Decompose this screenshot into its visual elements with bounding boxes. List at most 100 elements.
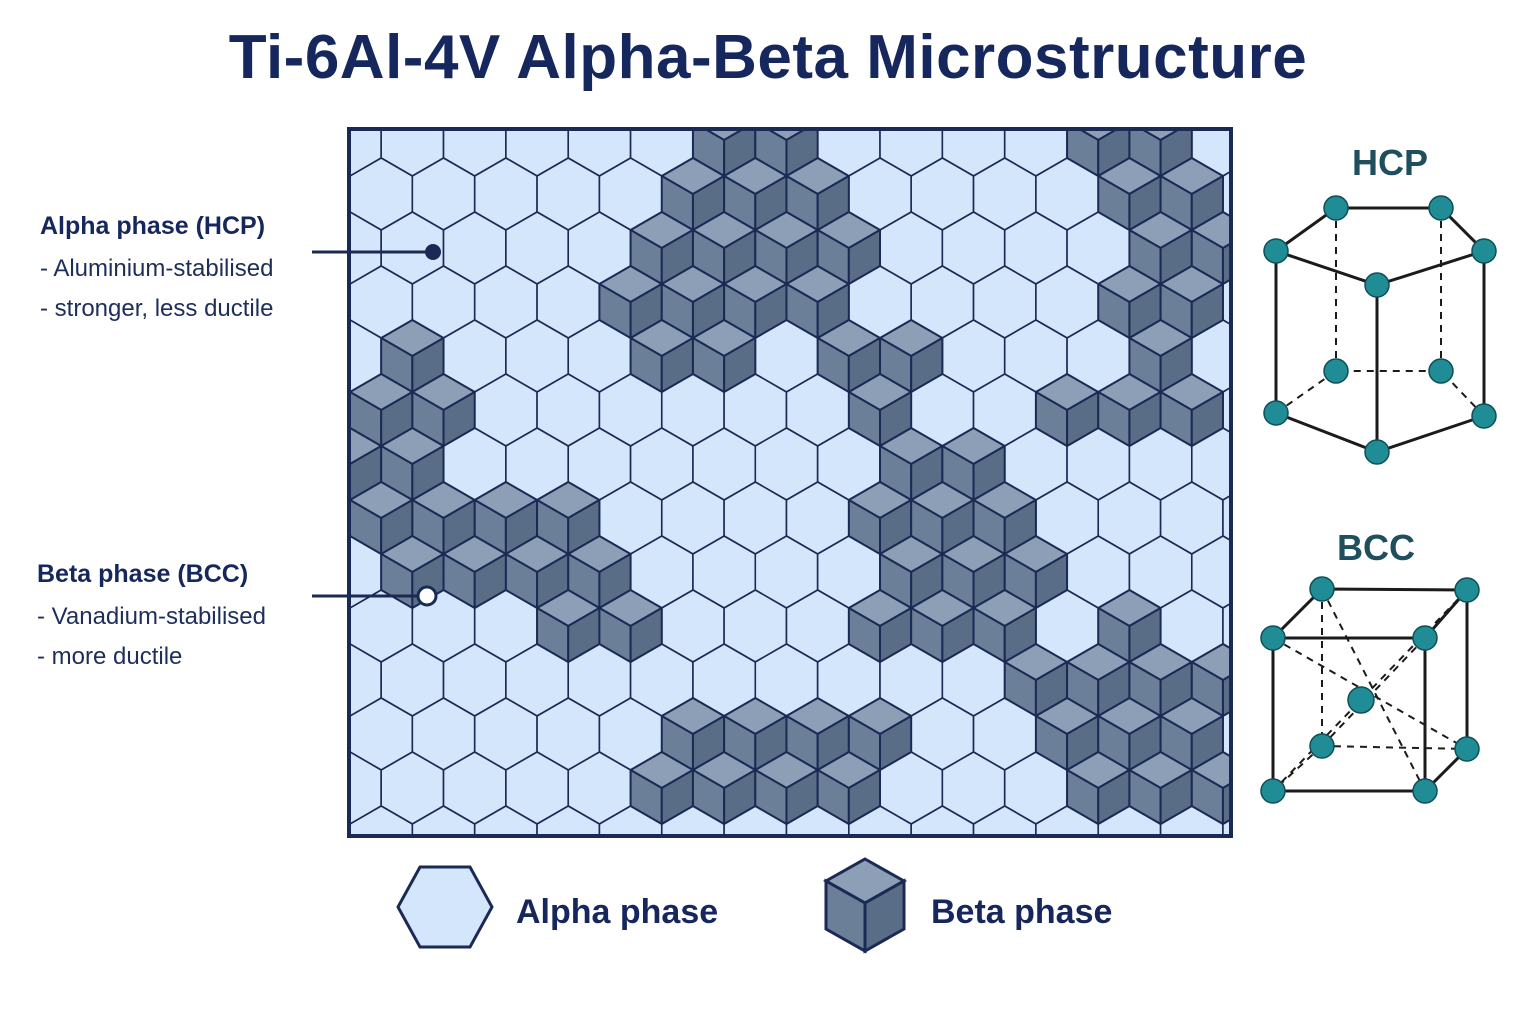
alpha-grain — [537, 50, 599, 122]
beta-cube — [1097, 373, 1162, 447]
beta-cube — [847, 373, 913, 447]
alpha-grain — [350, 130, 382, 177]
beta-colony-layer — [350, 130, 1230, 825]
beta-cube — [350, 373, 414, 447]
beta-leader-dot — [416, 585, 438, 607]
beta-cube — [816, 751, 882, 825]
alpha-grain — [1285, 914, 1347, 986]
beta-cube — [1034, 697, 1100, 771]
beta-cube — [879, 319, 944, 393]
alpha-grain — [256, 644, 318, 716]
callout-alpha-line-2: - stronger, less ductile — [40, 295, 274, 322]
alpha-grain — [1129, 860, 1191, 932]
beta-cube — [1097, 589, 1162, 663]
alpha-grain — [350, 715, 351, 753]
alpha-grain — [1410, 50, 1472, 122]
alpha-grain — [1098, 50, 1160, 122]
alpha-grain — [319, 860, 381, 932]
alpha-grain — [1161, 50, 1223, 122]
beta-cube — [380, 427, 445, 501]
bcc-atom — [1454, 577, 1480, 603]
beta-cube — [1190, 751, 1230, 825]
alpha-grain — [1192, 860, 1254, 932]
bcc-atom — [1309, 733, 1335, 759]
beta-cube — [598, 265, 663, 339]
bcc-label: BCC — [1337, 527, 1415, 568]
hcp-atom — [1263, 400, 1289, 426]
callout-alpha-heading: Alpha phase (HCP) — [40, 212, 266, 240]
alpha-leader-dot — [425, 244, 441, 260]
beta-cube — [1128, 643, 1193, 717]
hcp-atom — [1323, 358, 1349, 384]
alpha-grain — [1223, 50, 1285, 122]
beta-cube — [1190, 643, 1230, 717]
alpha-grain-layer — [256, 50, 1472, 986]
alpha-grain — [350, 391, 351, 429]
beta-cube — [350, 481, 414, 555]
alpha-grain — [1223, 914, 1285, 986]
beta-cube — [1097, 697, 1162, 771]
alpha-grain — [786, 50, 848, 122]
alpha-grain — [350, 175, 351, 213]
callout-beta-phase: Beta phase (BCC) - Vanadium-stabilised -… — [37, 560, 337, 677]
beta-cube — [691, 319, 757, 393]
alpha-grain — [1161, 914, 1223, 986]
alpha-grain — [256, 320, 318, 392]
beta-cube — [1034, 373, 1100, 447]
alpha-grain — [350, 283, 351, 321]
callout-alpha-phase: Alpha phase (HCP) - Aluminium-stabilised… — [40, 212, 340, 329]
hcp-atom — [1471, 238, 1497, 264]
legend-beta-label: Beta phase — [931, 893, 1113, 931]
hcp-atom — [1263, 238, 1289, 264]
beta-cube — [1066, 643, 1131, 717]
alpha-grain — [974, 50, 1036, 122]
hcp-atom — [1323, 195, 1349, 221]
beta-cube — [1003, 535, 1069, 609]
beta-cube — [1159, 373, 1224, 447]
cube-icon — [822, 857, 908, 954]
beta-cube — [598, 589, 663, 663]
callout-beta-line-1: - Vanadium-stabilised — [37, 603, 266, 630]
bcc-atom — [1412, 778, 1438, 804]
callout-beta-line-2: - more ductile — [37, 643, 183, 670]
alpha-grain — [256, 104, 318, 176]
callout-alpha-line-1: - Aluminium-stabilised — [40, 255, 274, 282]
alpha-grain — [288, 50, 350, 122]
beta-cube — [910, 589, 975, 663]
bcc-atom — [1260, 778, 1286, 804]
alpha-grain — [1285, 50, 1347, 122]
alpha-grain — [256, 536, 318, 608]
alpha-grain — [1222, 495, 1230, 541]
alpha-grain — [288, 914, 350, 986]
bcc-atom — [1260, 625, 1286, 651]
beta-cube — [972, 589, 1037, 663]
alpha-grain — [256, 212, 318, 284]
alpha-grain — [350, 823, 351, 835]
alpha-grain — [724, 50, 786, 122]
alpha-grain — [1316, 860, 1378, 932]
beta-cube — [1066, 751, 1131, 825]
alpha-grain — [1410, 914, 1472, 986]
hcp-atom — [1364, 272, 1390, 298]
beta-cube — [1190, 211, 1230, 285]
alpha-grain — [724, 914, 786, 986]
legend-alpha-label: Alpha phase — [516, 893, 719, 931]
beta-cube — [1128, 751, 1193, 825]
bcc-atom — [1309, 576, 1335, 602]
hcp-atom — [1428, 195, 1454, 221]
hcp-unit-cell — [1263, 195, 1497, 465]
beta-cube — [1097, 157, 1162, 231]
alpha-grain — [475, 50, 537, 122]
alpha-grain — [1036, 50, 1098, 122]
beta-cube — [847, 589, 913, 663]
beta-cube — [380, 319, 445, 393]
bcc-atom — [1412, 625, 1438, 651]
beta-cube — [629, 751, 694, 825]
hcp-atom — [1428, 358, 1454, 384]
beta-cube — [847, 481, 913, 555]
beta-cube — [1128, 130, 1193, 177]
alpha-grain — [1379, 860, 1441, 932]
beta-cube — [723, 697, 788, 771]
alpha-grain — [599, 50, 661, 122]
